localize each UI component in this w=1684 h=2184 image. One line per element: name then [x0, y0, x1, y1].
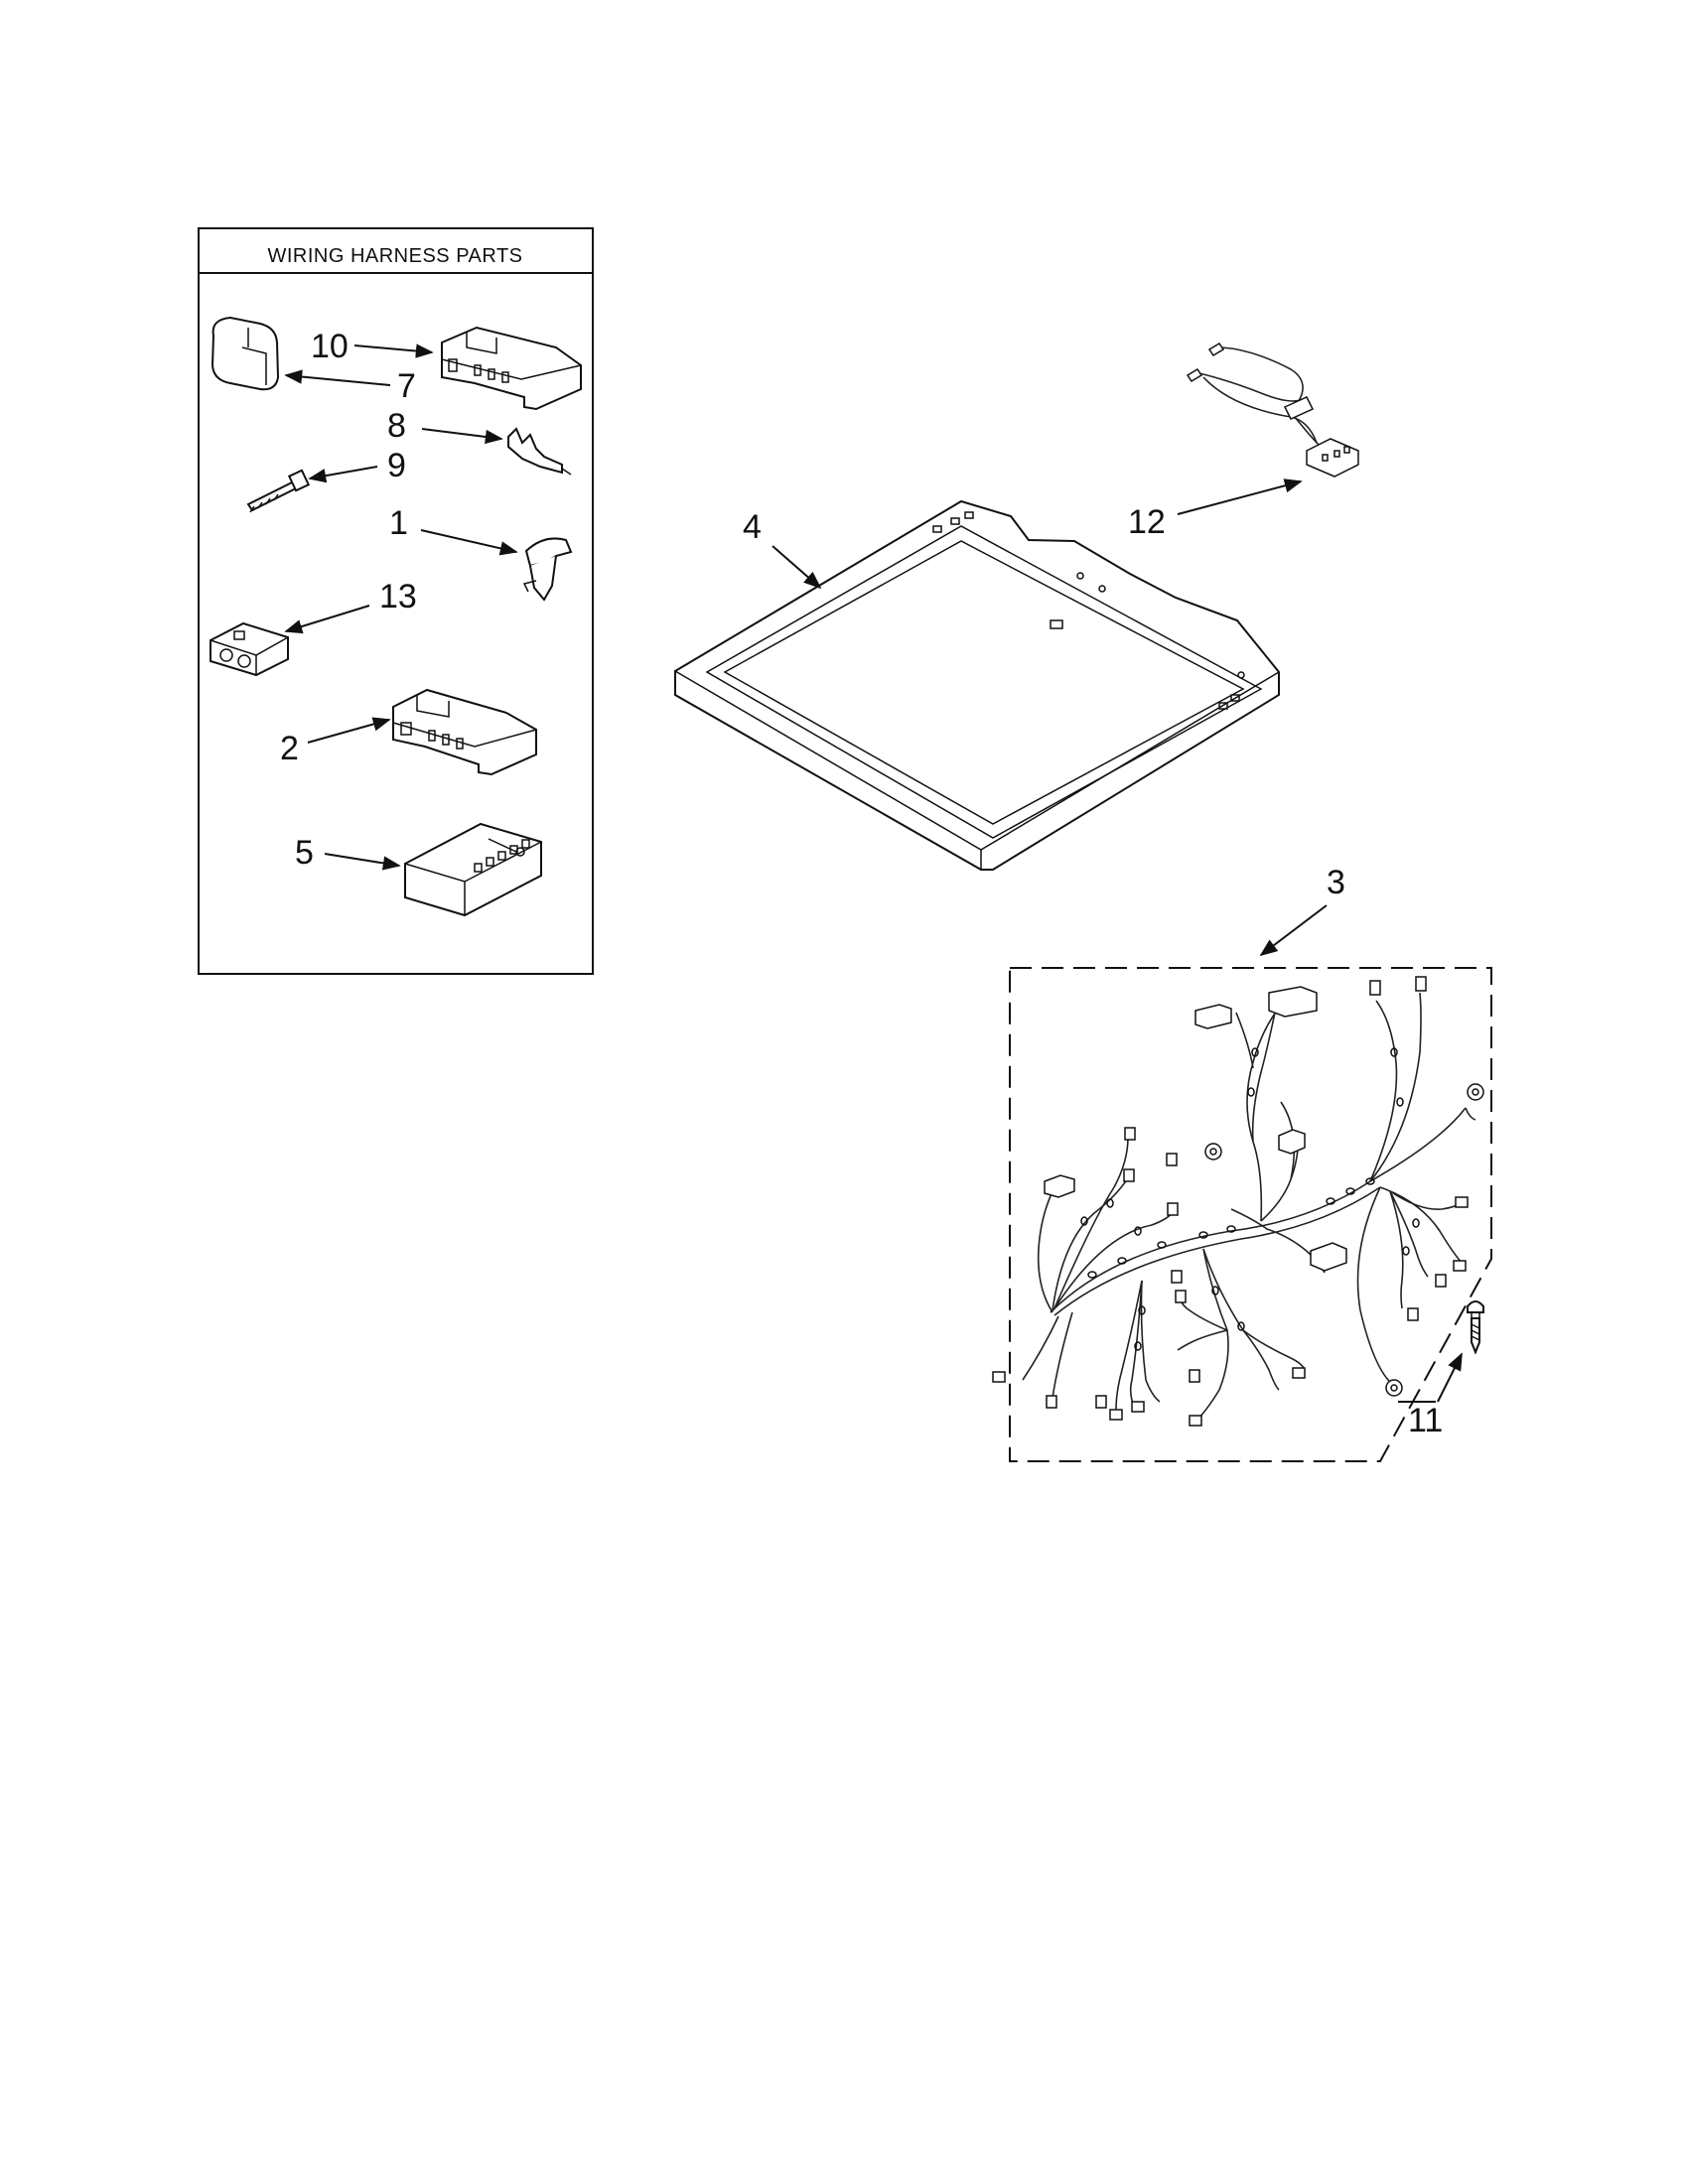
- leader-9: [308, 466, 378, 483]
- part-1-clip: [522, 537, 573, 602]
- wiring-harness-parts-panel: WIRING HARNESS PARTS 7 10 8: [198, 227, 594, 975]
- callout-10: 10: [311, 328, 349, 365]
- part-11-screw: [1467, 1300, 1484, 1355]
- part-2-multi-pin-connector: [392, 688, 537, 776]
- callout-2: 2: [280, 730, 299, 767]
- leader-12: [1177, 478, 1303, 515]
- leader-1: [420, 529, 518, 556]
- part-3-main-wiring-harness: [992, 967, 1492, 1462]
- leader-10: [353, 343, 434, 358]
- leader-2: [307, 717, 391, 744]
- part-9-cable-tie: [246, 469, 311, 513]
- leader-3: [1259, 904, 1328, 957]
- leader-4: [772, 545, 822, 590]
- callout-3: 3: [1327, 864, 1345, 901]
- part-8-terminal: [507, 427, 572, 476]
- callout-13: 13: [379, 578, 417, 615]
- part-12-small-harness: [1186, 341, 1359, 478]
- callout-4: 4: [743, 508, 762, 546]
- part-10-multi-pin-connector: [441, 326, 582, 411]
- panel-title: WIRING HARNESS PARTS: [267, 245, 522, 267]
- callout-11: 11: [1408, 1402, 1443, 1439]
- callout-9: 9: [387, 447, 406, 484]
- leader-5: [324, 853, 401, 871]
- part-4-top-panel: [674, 499, 1280, 871]
- callout-8: 8: [387, 407, 406, 445]
- callout-5: 5: [295, 834, 314, 872]
- part-13-two-pin-connector: [210, 621, 289, 677]
- callout-7: 7: [397, 367, 416, 405]
- leader-7: [284, 369, 391, 386]
- leader-11b: [1437, 1352, 1463, 1403]
- leader-8: [421, 428, 503, 445]
- part-7-connector-housing: [210, 316, 280, 391]
- callout-12: 12: [1128, 503, 1166, 541]
- leader-13: [284, 605, 370, 634]
- callout-1: 1: [389, 504, 408, 542]
- part-5-six-pin-connector: [404, 822, 542, 917]
